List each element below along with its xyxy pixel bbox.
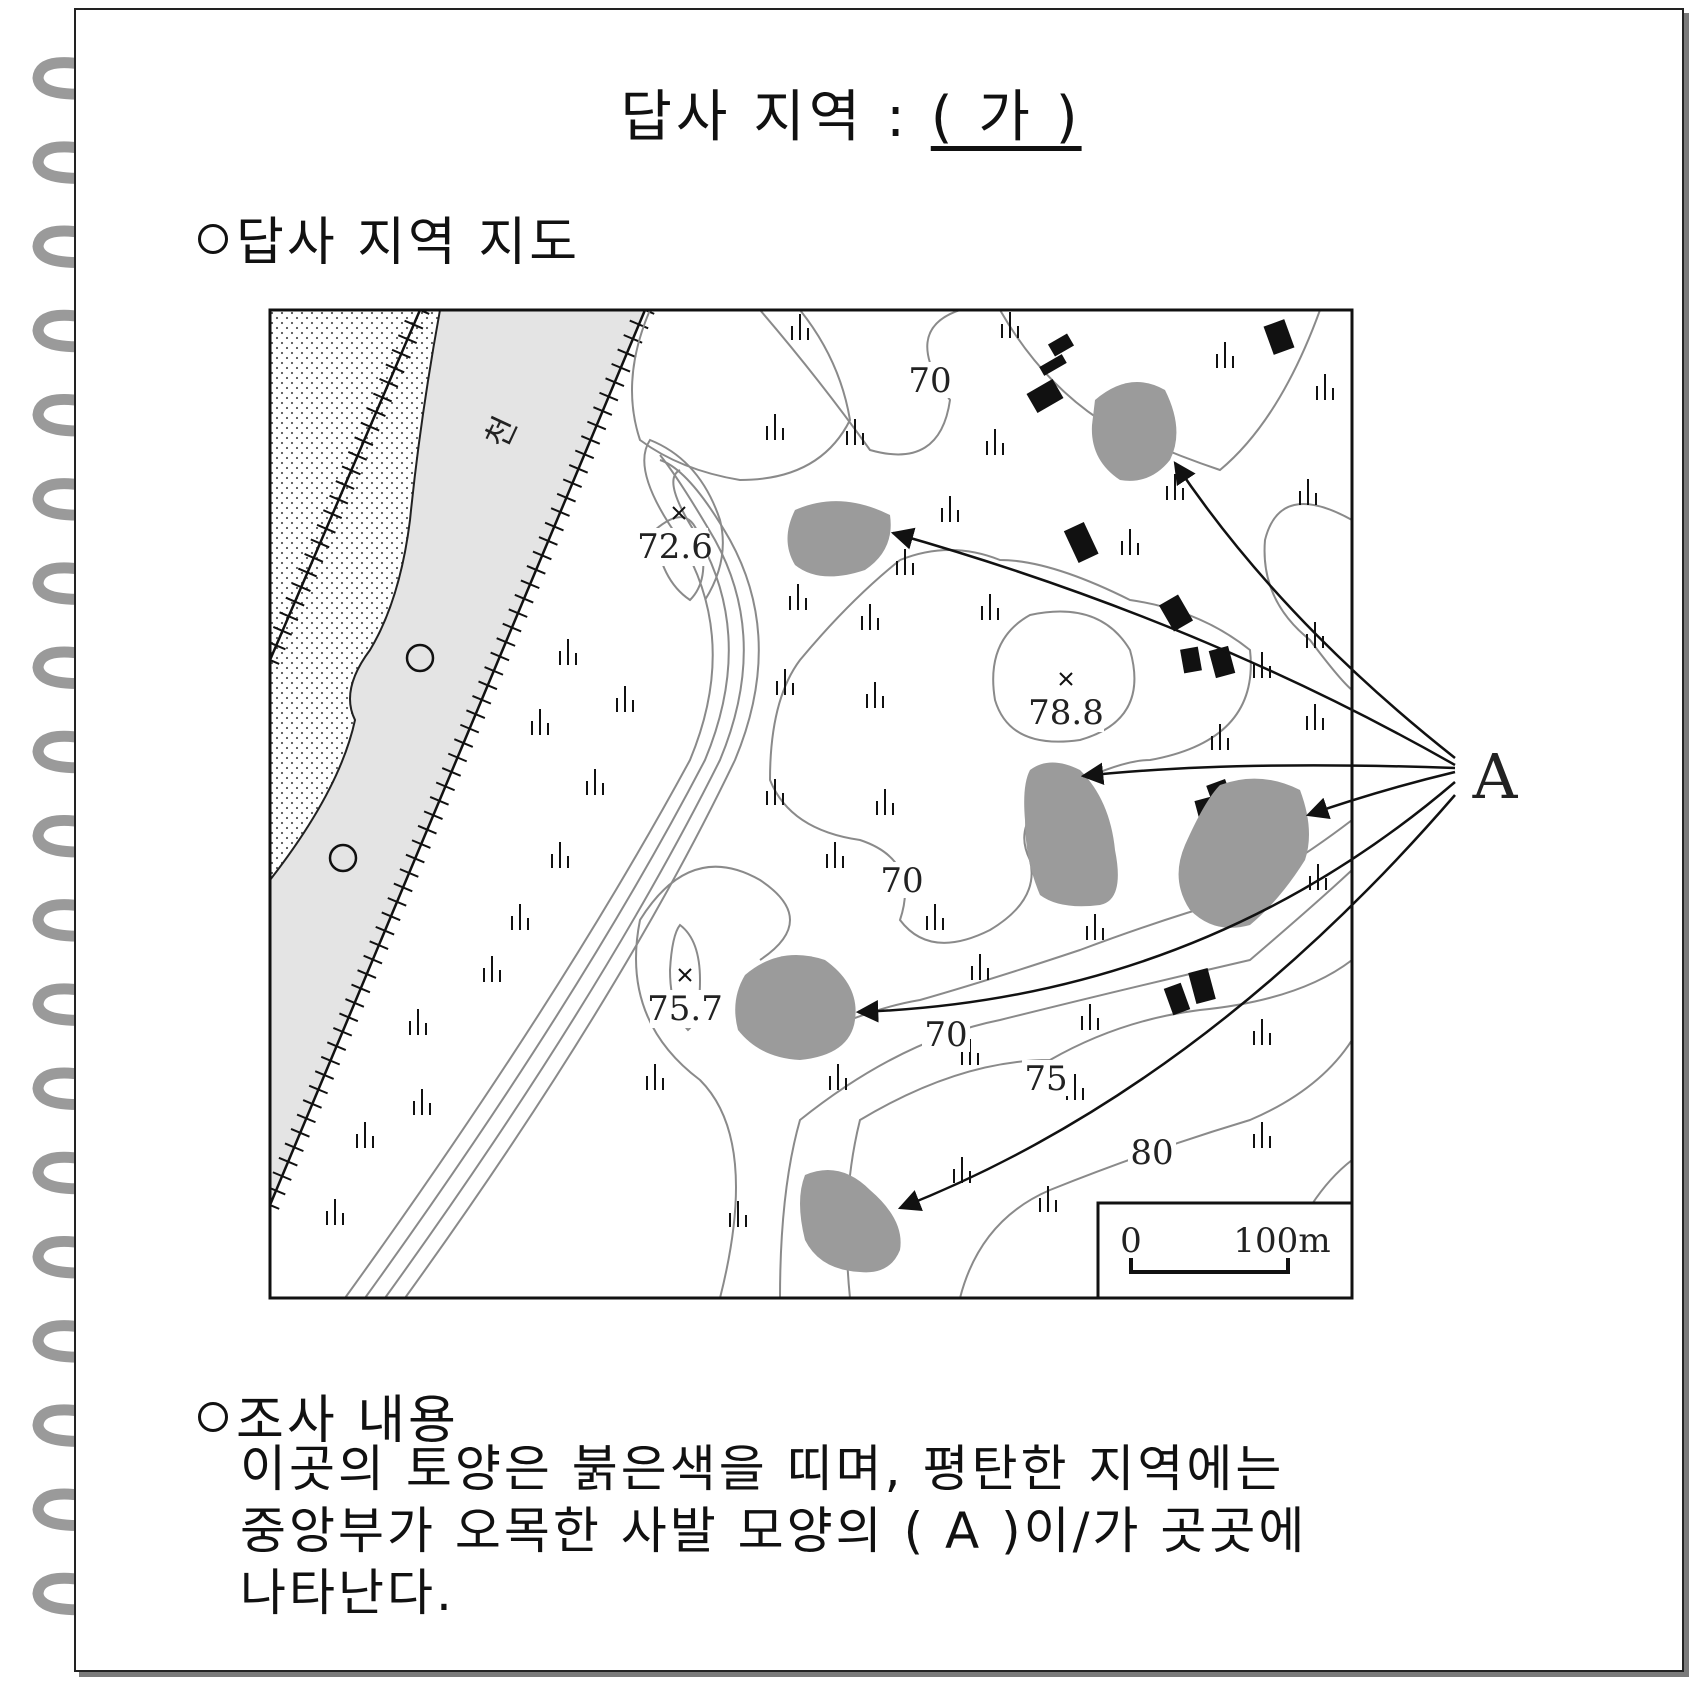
sinkhole-6 — [800, 1170, 901, 1273]
callout-label-a: A — [1472, 740, 1519, 813]
contour-label-70a: 70 — [908, 361, 951, 401]
hidden-point-marker — [405, 643, 435, 673]
grass-symbols — [326, 312, 1334, 1227]
map-section-heading: 답사 지역 지도 — [198, 200, 580, 275]
sinkholes — [735, 382, 1309, 1273]
callout-arrows — [855, 461, 1456, 1212]
title-prefix: 답사 지역 : — [620, 85, 909, 150]
contour-lines — [344, 310, 1352, 1298]
scale-start-label: 0 — [1120, 1221, 1142, 1261]
bullet-circle-icon — [198, 224, 228, 254]
hidden-point-marker — [328, 843, 358, 873]
map-heading-text: 답사 지역 지도 — [236, 213, 581, 273]
spot-height-1: 72.6 — [637, 527, 713, 567]
contour-label-70c: 70 — [924, 1015, 967, 1055]
survey-heading-text: 조사 내용 — [236, 1391, 459, 1451]
contour-label-70b: 70 — [880, 861, 923, 901]
contour-label-80: 80 — [1130, 1133, 1173, 1173]
survey-description: 이곳의 토양은 붉은색을 띠며, 평탄한 지역에는 중앙부가 오목한 사발 모양… — [240, 1438, 1540, 1624]
sinkhole-5 — [735, 955, 856, 1060]
map-frame — [268, 308, 1354, 1300]
page-title: 답사 지역 : ( 가 ) — [0, 72, 1702, 153]
bullet-circle-icon — [198, 1402, 228, 1432]
survey-line-3: 나타난다. — [240, 1564, 455, 1622]
sinkhole-4 — [1178, 778, 1309, 928]
survey-section-heading: 조사 내용 — [198, 1378, 459, 1453]
contour-label-75: 75 — [1024, 1059, 1067, 1099]
sinkhole-2 — [787, 501, 891, 577]
buildings — [1026, 319, 1295, 1016]
scale-end-label: 100m — [1233, 1221, 1330, 1261]
sinkhole-3 — [1024, 762, 1118, 907]
title-blank: ( 가 ) — [930, 85, 1082, 150]
spot-height-2: 78.8 — [1028, 693, 1104, 733]
sand-bank — [270, 310, 440, 880]
survey-line-1: 이곳의 토양은 붉은색을 띠며, 평탄한 지역에는 — [240, 1440, 1285, 1498]
scale-bar: 0 100m — [1096, 1201, 1354, 1300]
survey-line-2: 중앙부가 오목한 사발 모양의 ( A )이/가 곳곳에 — [240, 1502, 1308, 1560]
sinkhole-1 — [1091, 382, 1177, 481]
spot-height-3: 75.7 — [647, 989, 723, 1029]
